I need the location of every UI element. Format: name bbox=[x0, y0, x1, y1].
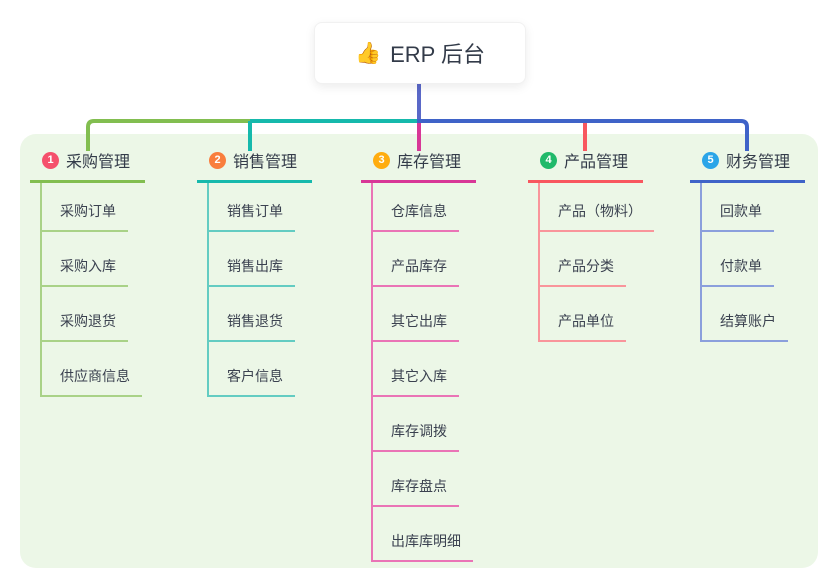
branch-column: 5 财务管理 回款单付款单结算账户 bbox=[690, 148, 805, 342]
child-node-label: 仓库信息 bbox=[373, 201, 459, 232]
branch-children-group: 销售订单销售出库销售退货客户信息 bbox=[207, 183, 312, 397]
branch-number-badge: 2 bbox=[209, 151, 226, 169]
child-node-label: 客户信息 bbox=[209, 366, 295, 397]
child-node-label: 产品（物料） bbox=[540, 201, 654, 232]
child-node-label: 付款单 bbox=[702, 256, 774, 287]
child-node[interactable]: 产品库存 bbox=[373, 232, 476, 287]
child-node[interactable]: 销售出库 bbox=[209, 232, 312, 287]
child-node[interactable]: 仓库信息 bbox=[373, 183, 476, 232]
branch-title-label: 采购管理 bbox=[66, 154, 131, 171]
branch-title-node[interactable]: 4 产品管理 bbox=[528, 148, 643, 183]
branches-background-panel bbox=[20, 134, 818, 568]
child-node[interactable]: 采购订单 bbox=[42, 183, 145, 232]
branch-column: 4 产品管理 产品（物料） 产品分类产品单位 bbox=[528, 148, 654, 342]
child-node-label: 销售退货 bbox=[209, 311, 295, 342]
child-node[interactable]: 客户信息 bbox=[209, 342, 312, 397]
child-node[interactable]: 库存盘点 bbox=[373, 452, 476, 507]
branch-column: 1 采购管理 采购订单采购入库采购退货供应商信息 bbox=[30, 148, 145, 397]
child-node-label: 其它入库 bbox=[373, 366, 459, 397]
branch-column: 2 销售管理 销售订单销售出库销售退货客户信息 bbox=[197, 148, 312, 397]
child-node[interactable]: 结算账户 bbox=[702, 287, 805, 342]
branch-children-group: 产品（物料） 产品分类产品单位 bbox=[538, 183, 654, 342]
child-node-label: 供应商信息 bbox=[42, 366, 142, 397]
child-node[interactable]: 采购入库 bbox=[42, 232, 145, 287]
child-node-label: 其它出库 bbox=[373, 311, 459, 342]
branch-number-badge: 3 bbox=[373, 151, 390, 169]
child-node-label: 采购订单 bbox=[42, 201, 128, 232]
child-node-label: 采购退货 bbox=[42, 311, 128, 342]
branch-column: 3 库存管理 仓库信息产品库存其它出库其它入库库存调拨库存盘点出库库明细 bbox=[361, 148, 476, 562]
child-node[interactable]: 采购退货 bbox=[42, 287, 145, 342]
branch-title-node[interactable]: 3 库存管理 bbox=[361, 148, 476, 183]
child-node-label: 库存盘点 bbox=[373, 476, 459, 507]
child-node-label: 产品库存 bbox=[373, 256, 459, 287]
child-node-label: 销售订单 bbox=[209, 201, 295, 232]
child-node[interactable]: 其它入库 bbox=[373, 342, 476, 397]
child-node-label: 库存调拨 bbox=[373, 421, 459, 452]
child-node[interactable]: 库存调拨 bbox=[373, 397, 476, 452]
branch-number-badge: 1 bbox=[42, 151, 59, 169]
child-node-label: 回款单 bbox=[702, 201, 774, 232]
thumbs-up-icon: 👍 bbox=[354, 41, 382, 65]
child-node[interactable]: 出库库明细 bbox=[373, 507, 476, 562]
child-node[interactable]: 回款单 bbox=[702, 183, 805, 232]
branch-children-group: 回款单付款单结算账户 bbox=[700, 183, 805, 342]
root-node[interactable]: 👍 ERP 后台 bbox=[314, 22, 526, 84]
child-node[interactable]: 付款单 bbox=[702, 232, 805, 287]
child-node[interactable]: 销售退货 bbox=[209, 287, 312, 342]
child-node-label: 销售出库 bbox=[209, 256, 295, 287]
child-node[interactable]: 销售订单 bbox=[209, 183, 312, 232]
child-node[interactable]: 产品（物料） bbox=[540, 183, 654, 232]
branch-children-group: 采购订单采购入库采购退货供应商信息 bbox=[40, 183, 145, 397]
child-node-label: 结算账户 bbox=[702, 311, 788, 342]
branch-number-badge: 4 bbox=[540, 151, 557, 169]
branch-title-label: 库存管理 bbox=[397, 154, 462, 171]
branch-title-node[interactable]: 5 财务管理 bbox=[690, 148, 805, 183]
branch-children-group: 仓库信息产品库存其它出库其它入库库存调拨库存盘点出库库明细 bbox=[371, 183, 476, 562]
child-node[interactable]: 其它出库 bbox=[373, 287, 476, 342]
child-node[interactable]: 产品单位 bbox=[540, 287, 643, 342]
branch-title-label: 财务管理 bbox=[726, 154, 791, 171]
branch-title-node[interactable]: 2 销售管理 bbox=[197, 148, 312, 183]
child-node-label: 采购入库 bbox=[42, 256, 128, 287]
child-node[interactable]: 供应商信息 bbox=[42, 342, 145, 397]
child-node-label: 产品分类 bbox=[540, 256, 626, 287]
branch-title-node[interactable]: 1 采购管理 bbox=[30, 148, 145, 183]
branch-title-label: 产品管理 bbox=[564, 154, 629, 171]
branch-number-badge: 5 bbox=[702, 151, 719, 169]
branch-title-label: 销售管理 bbox=[233, 154, 298, 171]
root-node-label: ERP 后台 bbox=[390, 42, 486, 67]
child-node-label: 出库库明细 bbox=[373, 531, 473, 562]
child-node[interactable]: 产品分类 bbox=[540, 232, 643, 287]
child-node-label: 产品单位 bbox=[540, 311, 626, 342]
